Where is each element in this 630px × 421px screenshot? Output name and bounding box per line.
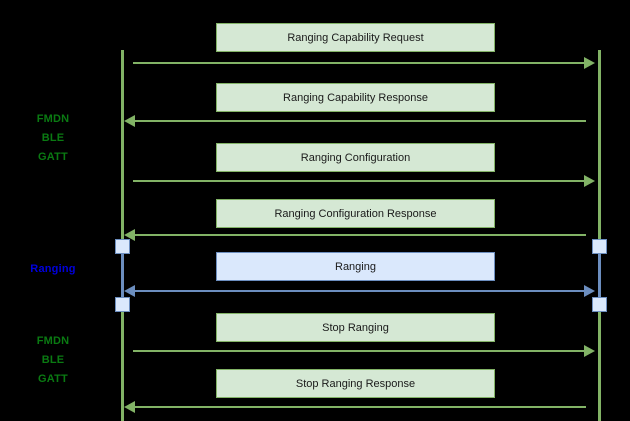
arrowhead-right-ranging-capability-request — [584, 57, 595, 69]
arrowhead-right-ranging — [584, 285, 595, 297]
message-box-ranging-configuration-response: Ranging Configuration Response — [216, 199, 495, 228]
activation-left-line — [121, 246, 124, 304]
phase-label-ranging: Ranging — [30, 263, 76, 275]
activation-right-node-start — [592, 239, 607, 254]
activation-left-node-start — [115, 239, 130, 254]
phase-label-fmdn-ble-gatt-bottom: FMDN BLE GATT — [36, 335, 70, 385]
arrowhead-right-ranging-configuration — [584, 175, 595, 187]
message-arrow-ranging-configuration — [0, 175, 630, 187]
message-box-ranging-configuration: Ranging Configuration — [216, 143, 495, 172]
arrowhead-left-stop-ranging-response — [124, 401, 135, 413]
message-arrow-ranging — [0, 285, 630, 297]
message-box-ranging-capability-response: Ranging Capability Response — [216, 83, 495, 112]
activation-right-line — [598, 246, 601, 304]
message-box-stop-ranging-response: Stop Ranging Response — [216, 369, 495, 398]
arrowhead-left-ranging-configuration-response — [124, 229, 135, 241]
right-lifeline — [598, 50, 601, 421]
left-lifeline — [121, 50, 124, 421]
message-box-ranging: Ranging — [216, 252, 495, 281]
phase-label-fmdn-ble-gatt-top: FMDN BLE GATT — [36, 113, 70, 163]
message-arrow-ranging-capability-request — [0, 57, 630, 69]
activation-left-node-end — [115, 297, 130, 312]
message-box-stop-ranging: Stop Ranging — [216, 313, 495, 342]
activation-right-node-end — [592, 297, 607, 312]
message-arrow-stop-ranging-response — [0, 401, 630, 413]
arrowhead-left-ranging-capability-response — [124, 115, 135, 127]
message-arrow-stop-ranging — [0, 345, 630, 357]
message-box-ranging-capability-request: Ranging Capability Request — [216, 23, 495, 52]
message-arrow-ranging-capability-response — [0, 115, 630, 127]
message-arrow-ranging-configuration-response — [0, 229, 630, 241]
arrowhead-right-stop-ranging — [584, 345, 595, 357]
arrowhead-left-ranging — [124, 285, 135, 297]
